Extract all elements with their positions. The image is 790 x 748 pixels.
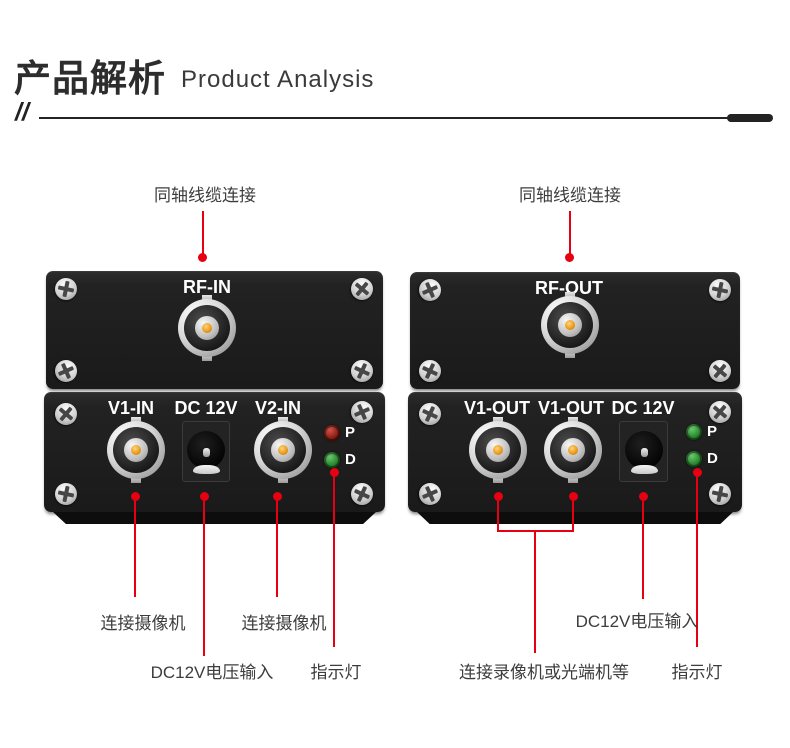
screw-icon (52, 275, 80, 303)
data-led-label: D (707, 450, 718, 467)
dc-power-jack (182, 421, 230, 482)
right-coax-callout-dot (565, 253, 574, 262)
right-device-base (417, 512, 733, 524)
left-top-panel: RF-IN (46, 271, 383, 389)
left-dc-callout-line (203, 497, 205, 656)
right-bottom-panel: V1-OUT V1-OUT DC 12V P D (408, 392, 742, 512)
right-pair-callout-line (534, 532, 536, 653)
screw-icon (415, 479, 445, 509)
left-v2-callout-line (276, 497, 278, 597)
screw-icon (52, 480, 80, 508)
data-led-label: D (345, 451, 356, 468)
screw-icon (415, 275, 445, 305)
bnc-connector-rf-out (541, 292, 599, 358)
screw-icon (346, 273, 378, 305)
right-led-callout-label: 指示灯 (671, 663, 723, 682)
right-coax-callout-label: 同轴线缆连接 (519, 186, 621, 205)
left-coax-callout-line (202, 211, 204, 255)
left-v2-callout-dot (273, 492, 282, 501)
header-divider-line (39, 117, 729, 119)
left-dc-callout-dot (200, 492, 209, 501)
screw-icon (415, 356, 445, 386)
left-led-callout-label: 指示灯 (310, 663, 362, 682)
left-led-callout-dot (330, 468, 339, 477)
right-out1-callout-line (497, 497, 499, 532)
right-dc-callout-dot (639, 492, 648, 501)
left-led-callout-line (333, 475, 335, 647)
left-coax-callout-dot (198, 253, 207, 262)
screw-icon (706, 276, 734, 304)
left-camera1-callout-label: 连接摄像机 (100, 614, 186, 633)
rf-in-port-label: RF-IN (183, 277, 231, 297)
right-led-callout-dot (693, 468, 702, 477)
v1-out1-port-label: V1-OUT (463, 398, 531, 418)
right-bracket-horizontal-line (497, 530, 574, 532)
dc12v-port-label: DC 12V (174, 398, 238, 418)
power-led-indicator (686, 424, 702, 440)
left-v1-callout-dot (131, 492, 140, 501)
bnc-connector-rf-in (178, 295, 236, 361)
left-dc-callout-label: DC12V电压输入 (150, 663, 274, 682)
header-divider-endcap (727, 114, 773, 122)
v1-out2-port-label: V1-OUT (537, 398, 605, 418)
right-led-callout-line (696, 475, 698, 647)
left-device-base (53, 512, 376, 524)
page-title: 产品解析 (14, 58, 166, 99)
screw-icon (51, 356, 81, 386)
data-led-indicator (324, 452, 340, 468)
v2-in-port-label: V2-IN (254, 398, 302, 418)
bnc-connector-v1-out2 (544, 417, 602, 483)
screw-icon (50, 398, 82, 430)
right-dc-callout-label: DC12V电压输入 (575, 612, 699, 631)
right-coax-callout-line (569, 211, 571, 255)
screw-icon (347, 397, 377, 427)
data-led-indicator (686, 451, 702, 467)
left-bottom-panel: V1-IN DC 12V V2-IN P D (44, 392, 385, 512)
rf-out-port-label: RF-OUT (535, 278, 603, 298)
left-v1-callout-line (134, 497, 136, 597)
right-pair-callout-label: 连接录像机或光端机等 (459, 663, 629, 682)
dc-power-jack (619, 421, 668, 482)
page-subtitle: Product Analysis (181, 66, 375, 93)
screw-icon (347, 479, 377, 509)
bnc-connector-v2-in (254, 417, 312, 483)
power-led-label: P (345, 424, 356, 441)
right-out2-callout-line (572, 497, 574, 532)
bnc-connector-v1-in (107, 417, 165, 483)
bnc-connector-v1-out1 (469, 417, 527, 483)
screw-icon (706, 480, 734, 508)
right-dc-callout-line (642, 497, 644, 599)
screw-icon (704, 355, 736, 387)
screw-icon (347, 356, 377, 386)
left-coax-callout-label: 同轴线缆连接 (154, 186, 256, 205)
screw-icon (415, 399, 445, 429)
right-out1-callout-dot (494, 492, 503, 501)
power-led-indicator (324, 425, 340, 441)
dc12v-port-label: DC 12V (611, 398, 675, 418)
power-led-label: P (707, 423, 718, 440)
right-out2-callout-dot (569, 492, 578, 501)
right-top-panel: RF-OUT (410, 272, 740, 389)
v1-in-port-label: V1-IN (107, 398, 155, 418)
double-slash-decoration: // (15, 98, 29, 126)
left-camera2-callout-label: 连接摄像机 (241, 614, 327, 633)
